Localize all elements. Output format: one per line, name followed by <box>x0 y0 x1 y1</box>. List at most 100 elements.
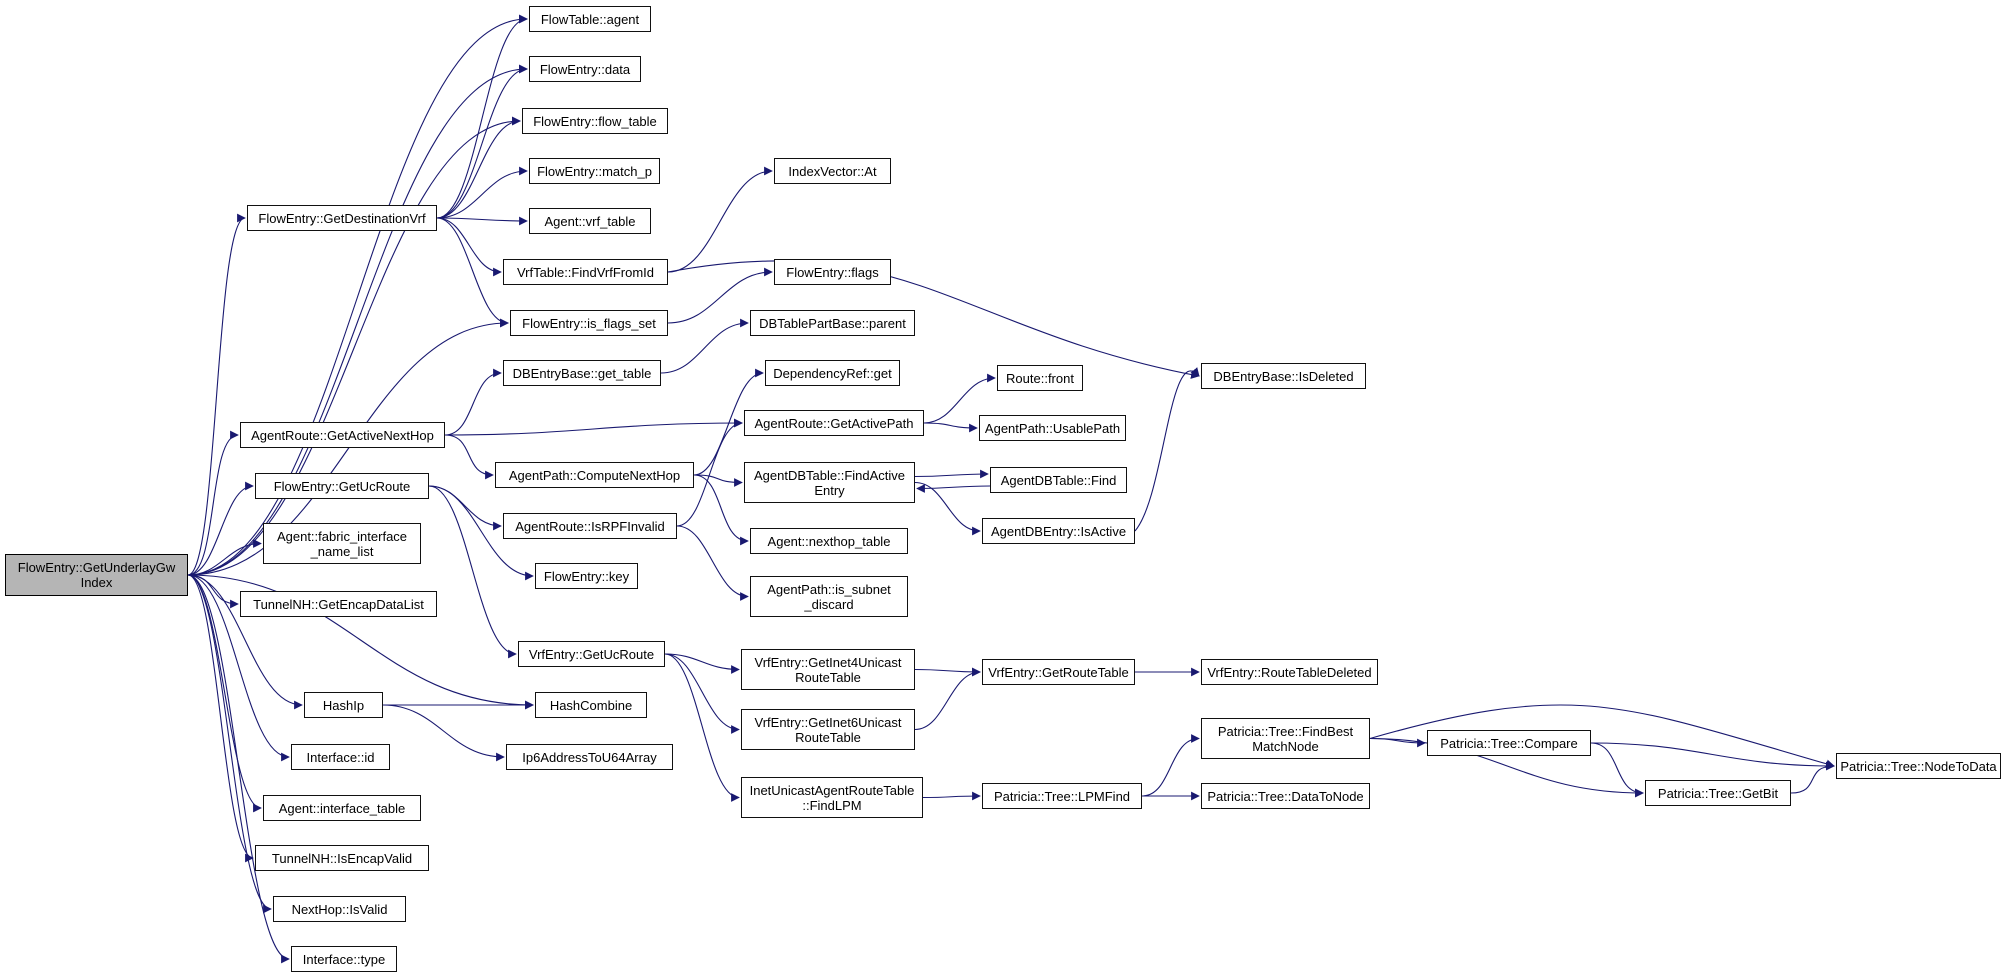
node-agent-interface-table[interactable]: Agent::interface_table <box>263 795 421 821</box>
node-dependencyref-get[interactable]: DependencyRef::get <box>765 360 900 386</box>
edge-root-to-is_encap_valid <box>187 574 254 863</box>
node-indexvector-at[interactable]: IndexVector::At <box>774 158 891 184</box>
node-label: HashCombine <box>549 697 633 713</box>
node-label: AgentPath::is_subnet _discard <box>767 581 891 612</box>
node-dbentrybase-get-table[interactable]: DBEntryBase::get_table <box>503 360 661 386</box>
node-flowentry-getunderlaygwindex[interactable]: FlowEntry::GetUnderlayGw Index <box>5 554 188 596</box>
node-agentpath-computenexthop[interactable]: AgentPath::ComputeNextHop <box>495 462 694 488</box>
node-label: TunnelNH::GetEncapDataList <box>253 596 424 612</box>
edge-get_destination_vrf-to-agent_vrf_table <box>436 216 528 226</box>
node-agentpath-usablepath[interactable]: AgentPath::UsablePath <box>979 415 1126 441</box>
node-label: NextHop::IsValid <box>291 901 388 917</box>
edge-hash_ip-to-ip6_to_u64 <box>382 704 505 762</box>
node-patricia-tree-datatonode[interactable]: Patricia::Tree::DataToNode <box>1201 783 1370 809</box>
node-tunnelnh-getencapdatalist[interactable]: TunnelNH::GetEncapDataList <box>240 591 437 617</box>
node-label: FlowTable::agent <box>540 11 640 27</box>
node-inetunicastagentroutetable-findlpm[interactable]: InetUnicastAgentRouteTable ::FindLPM <box>741 777 923 818</box>
node-hashcombine[interactable]: HashCombine <box>535 692 647 718</box>
edge-get_active_next_hop-to-get_active_path <box>444 418 743 436</box>
edge-get_inet4-to-get_route_table <box>914 667 981 677</box>
node-route-front[interactable]: Route::front <box>997 365 1083 391</box>
node-flowentry-flow-table[interactable]: FlowEntry::flow_table <box>522 108 668 134</box>
node-flowentry-key[interactable]: FlowEntry::key <box>535 563 638 589</box>
edge-find_vrf_from_id-to-indexvector_at <box>667 166 773 273</box>
node-interface-type[interactable]: Interface::type <box>291 946 397 972</box>
edge-compare-to-get_bit <box>1590 742 1644 798</box>
node-label: TunnelNH::IsEncapValid <box>271 850 413 866</box>
node-vrfentry-getinet4unicastroutetable[interactable]: VrfEntry::GetInet4Unicast RouteTable <box>741 649 915 690</box>
node-haship[interactable]: HashIp <box>304 692 383 718</box>
node-label: Agent::nexthop_table <box>767 533 891 549</box>
edge-agentdbtable_find-to-find_active_entry <box>916 484 991 493</box>
node-flowtable-agent[interactable]: FlowTable::agent <box>529 6 651 32</box>
node-patricia-tree-compare[interactable]: Patricia::Tree::Compare <box>1427 730 1591 756</box>
node-label: Patricia::Tree::DataToNode <box>1207 788 1364 804</box>
node-agentroute-getactivenexthop[interactable]: AgentRoute::GetActiveNextHop <box>240 422 445 448</box>
node-vrftable-findvrffromid[interactable]: VrfTable::FindVrfFromId <box>503 259 668 285</box>
node-patricia-tree-lpmfind[interactable]: Patricia::Tree::LPMFind <box>982 783 1142 809</box>
node-label: Ip6AddressToU64Array <box>522 749 657 765</box>
node-patricia-tree-nodetodata[interactable]: Patricia::Tree::NodeToData <box>1836 753 2001 779</box>
node-agent-fabric-interface-name-list[interactable]: Agent::fabric_interface _name_list <box>263 523 421 564</box>
edge-get_inet6-to-get_route_table <box>914 667 981 731</box>
edge-root-to-flowentry_data <box>187 64 528 576</box>
node-label: HashIp <box>322 697 365 713</box>
node-dbtablepartbase-parent[interactable]: DBTablePartBase::parent <box>750 310 915 336</box>
edge-lpm_find-to-find_best_match_node <box>1141 734 1200 797</box>
node-label: AgentRoute::GetActiveNextHop <box>251 427 434 443</box>
node-dbentrybase-isdeleted[interactable]: DBEntryBase::IsDeleted <box>1201 363 1366 389</box>
edge-find_vrf_from_id-to-is_deleted <box>667 260 1200 379</box>
node-agentroute-getactivepath[interactable]: AgentRoute::GetActivePath <box>744 410 924 436</box>
node-patricia-tree-findbestmatchnode[interactable]: Patricia::Tree::FindBest MatchNode <box>1201 718 1370 759</box>
node-agentroute-isrpfinvalid[interactable]: AgentRoute::IsRPFInvalid <box>503 513 677 539</box>
node-label: Patricia::Tree::GetBit <box>1657 785 1779 801</box>
node-patricia-tree-getbit[interactable]: Patricia::Tree::GetBit <box>1645 780 1791 806</box>
node-agentdbentry-isactive[interactable]: AgentDBEntry::IsActive <box>982 518 1135 544</box>
node-label: VrfEntry::GetUcRoute <box>528 646 655 662</box>
node-agentdbtable-find[interactable]: AgentDBTable::Find <box>990 467 1127 493</box>
node-label: VrfEntry::GetInet4Unicast RouteTable <box>754 654 902 685</box>
edge-root-to-get_encap_data_list <box>187 574 239 609</box>
edge-get_active_next_hop-to-get_table <box>444 368 502 436</box>
node-flowentry-match-p[interactable]: FlowEntry::match_p <box>529 158 660 184</box>
node-agent-nexthop-table[interactable]: Agent::nexthop_table <box>750 528 908 554</box>
node-label: VrfEntry::GetRouteTable <box>988 664 1129 680</box>
edge-get_table-to-dbtablepart_parent <box>660 318 749 374</box>
node-label: FlowEntry::is_flags_set <box>522 315 656 331</box>
node-tunnelnh-isencapvalid[interactable]: TunnelNH::IsEncapValid <box>255 845 429 871</box>
edge-get_destination_vrf-to-find_vrf_from_id <box>436 217 502 277</box>
node-agentdbtable-findactiveentry[interactable]: AgentDBTable::FindActive Entry <box>744 462 915 503</box>
node-label: FlowEntry::GetDestinationVrf <box>258 210 426 226</box>
edge-compare-to-node_to_data <box>1590 742 1835 771</box>
node-vrfentry-getinet6unicastroutetable[interactable]: VrfEntry::GetInet6Unicast RouteTable <box>741 709 915 750</box>
node-label: FlowEntry::GetUnderlayGw Index <box>17 560 176 590</box>
node-agent-vrf-table[interactable]: Agent::vrf_table <box>529 208 651 234</box>
edge-is_active-to-is_deleted <box>1134 367 1200 532</box>
node-flowentry-flags[interactable]: FlowEntry::flags <box>774 259 891 285</box>
node-vrfentry-getroutetable[interactable]: VrfEntry::GetRouteTable <box>982 659 1135 685</box>
edge-compute_next_hop-to-find_active_entry <box>693 474 743 487</box>
node-label: AgentRoute::IsRPFInvalid <box>515 518 665 534</box>
node-vrfentry-getucroute[interactable]: VrfEntry::GetUcRoute <box>518 641 665 667</box>
edge-get_active_next_hop-to-compute_next_hop <box>444 434 494 480</box>
node-agentpath-is-subnet-discard[interactable]: AgentPath::is_subnet _discard <box>750 576 908 617</box>
node-flowentry-getucroute[interactable]: FlowEntry::GetUcRoute <box>255 473 429 499</box>
edge-vrfentry_get_uc_route-to-get_inet6 <box>664 653 740 734</box>
node-vrfentry-routetabledeleted[interactable]: VrfEntry::RouteTableDeleted <box>1201 659 1378 685</box>
edge-root-to-fabric_interface_name_list <box>187 539 262 576</box>
node-flowentry-getdestinationvrf[interactable]: FlowEntry::GetDestinationVrf <box>247 205 437 231</box>
node-label: AgentDBTable::FindActive Entry <box>753 467 906 498</box>
edge-get_active_path-to-usable_path <box>923 422 978 433</box>
node-flowentry-is-flags-set[interactable]: FlowEntry::is_flags_set <box>510 310 668 336</box>
node-label: FlowEntry::flow_table <box>533 113 657 129</box>
edge-is_rpf_invalid-to-is_subnet_discard <box>676 525 749 601</box>
node-flowentry-data[interactable]: FlowEntry::data <box>529 56 641 82</box>
edge-find_lpm-to-lpm_find <box>922 791 981 801</box>
node-label: VrfEntry::GetInet6Unicast RouteTable <box>754 714 902 745</box>
node-ip6addresstou64array[interactable]: Ip6AddressToU64Array <box>506 744 673 770</box>
node-nexthop-isvalid[interactable]: NextHop::IsValid <box>273 896 406 922</box>
node-label: FlowEntry::key <box>543 568 630 584</box>
node-interface-id[interactable]: Interface::id <box>291 744 390 770</box>
node-label: FlowEntry::match_p <box>537 163 652 179</box>
